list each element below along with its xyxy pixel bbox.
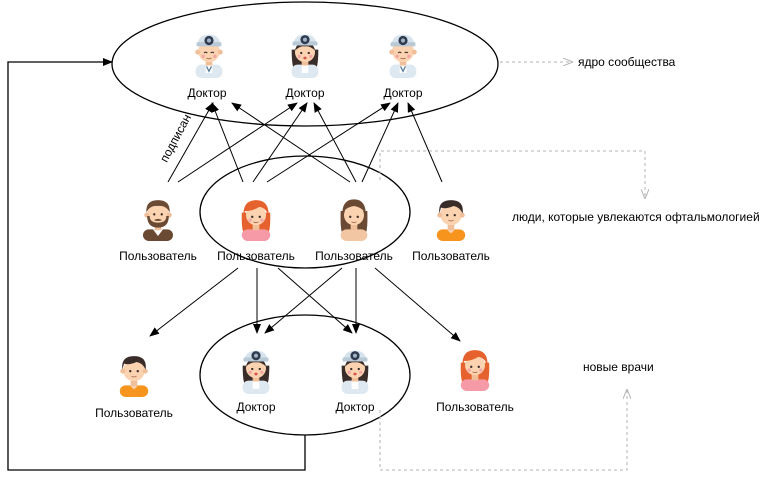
arrow-brown-to-bottom-right-user bbox=[374, 267, 461, 342]
arrow-red-to-doctor-1 bbox=[211, 102, 244, 183]
new-doctor-label: Доктор bbox=[236, 400, 275, 414]
new-doctors-group bbox=[199, 314, 411, 436]
annotation-connectors bbox=[379, 62, 645, 471]
user-label: Пользователь bbox=[95, 406, 173, 420]
boy-icon bbox=[119, 355, 149, 398]
feedback-loop-arrow bbox=[7, 58, 306, 471]
bearded-man-icon bbox=[143, 200, 173, 241]
user-label: Пользователь bbox=[412, 249, 490, 263]
enthusiasts-annotation: люди, которые увлекаются офтальмологией bbox=[512, 210, 760, 224]
enthusiast-users-group bbox=[199, 155, 411, 269]
new-doctor-label: Доктор bbox=[335, 400, 374, 414]
arrow-brown-to-doctor-2 bbox=[313, 102, 357, 183]
enthusiasts-annotation-connector bbox=[379, 150, 645, 198]
doctor-female-icon bbox=[341, 350, 369, 394]
doctor-male-icon bbox=[388, 34, 418, 78]
arrow-red-to-doctor-2 bbox=[252, 102, 308, 183]
red-haired-woman-icon bbox=[241, 199, 271, 242]
arrow-red-to-new-doctor-2 bbox=[277, 267, 353, 334]
arrow-bearded-to-doctor-2 bbox=[177, 102, 298, 183]
arrow-brown-to-new-doctor-1 bbox=[264, 267, 343, 334]
arrow-red-to-bottom-left-user bbox=[149, 267, 239, 337]
new-doctors-annotation: новые врачи bbox=[583, 360, 654, 374]
growth-arrows bbox=[149, 267, 461, 342]
user-label: Пользователь bbox=[315, 249, 393, 263]
boy-icon bbox=[436, 199, 466, 242]
brown-haired-woman-icon bbox=[340, 198, 368, 242]
user-label: Пользователь bbox=[217, 249, 295, 263]
new-doctors-annotation-connector bbox=[379, 390, 627, 471]
doctor-male-icon bbox=[194, 34, 224, 78]
arrow-bearded-to-doctor-1 bbox=[167, 102, 214, 183]
arrow-right-to-doctor-3 bbox=[407, 102, 443, 183]
user-label: Пользователь bbox=[119, 249, 197, 263]
core-doctor-label: Доктор bbox=[187, 86, 226, 100]
doctor-female-icon bbox=[291, 34, 319, 78]
core-annotation: ядро сообщества bbox=[578, 55, 676, 69]
arrow-brown-to-doctor-1 bbox=[231, 102, 351, 183]
arrow-red-to-doctor-3 bbox=[266, 102, 391, 183]
user-label: Пользователь bbox=[436, 400, 514, 414]
core-doctor-label: Доктор bbox=[285, 86, 324, 100]
red-haired-woman-icon bbox=[460, 349, 490, 392]
core-doctor-label: Доктор bbox=[383, 86, 422, 100]
arrow-brown-to-doctor-3 bbox=[361, 102, 399, 183]
subscription-arrows bbox=[167, 102, 443, 183]
doctor-female-icon bbox=[242, 350, 270, 394]
subscribed-edge-label: подписан bbox=[157, 112, 194, 165]
